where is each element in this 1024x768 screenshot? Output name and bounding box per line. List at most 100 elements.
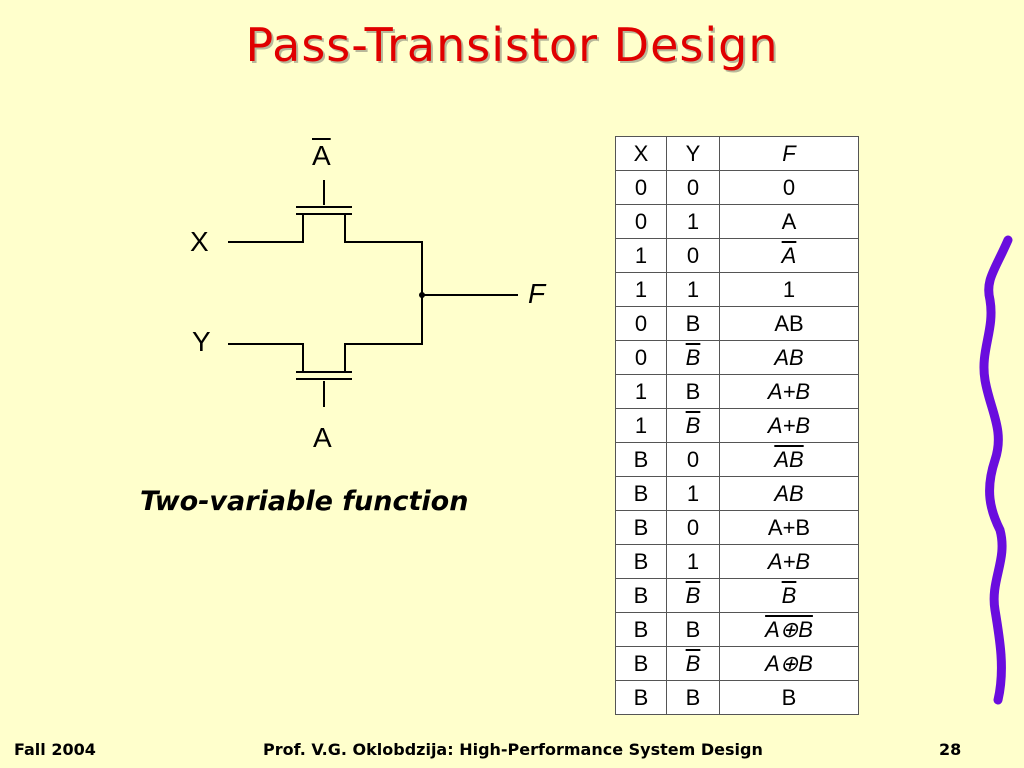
math-expr: B [685,412,701,438]
header-f: F [719,136,859,171]
cell-y: 1 [666,476,720,511]
math-expr: B [685,344,701,370]
table-row: 1 B A+B [615,374,859,409]
cell-y: 1 [666,204,720,239]
cell-x: B [615,510,667,545]
cell-f: AB [719,306,859,341]
cell-y: B [666,408,720,443]
header-x: X [615,136,667,171]
table-row: 0 1 A [615,204,859,239]
cell-y: B [666,680,720,715]
slide-title: Pass-Transistor Design [245,18,779,72]
table-row: 1 0 A [615,238,859,273]
cell-x: B [615,476,667,511]
bottom-drain-wire [344,343,422,372]
cell-f: A+B [719,544,859,579]
input-y-label: Y [192,326,211,357]
output-junction-dot [419,292,425,298]
table-row: B 1 AB [615,476,859,511]
cell-y: 0 [666,442,720,477]
table-row: B 0 AB [615,442,859,477]
top-drain-wire [344,214,423,345]
cell-f: 1 [719,272,859,307]
table-row: B B A⊕B [615,646,859,681]
math-expr: B [685,650,701,676]
cell-y: 0 [666,510,720,545]
table-row: 0 B AB [615,306,859,341]
output-f-label: F [528,278,546,309]
bottom-gate-label: A [313,422,332,453]
cell-f: A⊕B [719,646,859,681]
cell-y: B [666,578,720,613]
cell-x: 0 [615,306,667,341]
cell-y: 0 [666,170,720,205]
cell-f: A+B [719,374,859,409]
cell-f: A⊕B [719,612,859,647]
cell-f: 0 [719,170,859,205]
cell-x: B [615,612,667,647]
table-header-row: X Y F [615,136,859,171]
cell-x: 0 [615,170,667,205]
cell-x: 0 [615,340,667,375]
cell-y: B [666,340,720,375]
cell-y: 1 [666,544,720,579]
math-expr: B [685,582,701,608]
pass-transistor-circuit [228,180,518,407]
math-expr: A [781,242,797,268]
table-row: 0 B AB [615,340,859,375]
math-expr: A+B [767,548,811,574]
truth-table: X Y F 0 0 0 0 1 A 1 0 A 1 1 1 0 B AB 0 B… [615,136,859,715]
x-input-wire [228,214,304,243]
cell-x: 1 [615,374,667,409]
cell-x: 1 [615,272,667,307]
table-row: B 0 A+B [615,510,859,545]
cell-x: B [615,442,667,477]
cell-x: 1 [615,408,667,443]
cell-f: A [719,204,859,239]
input-x-label: X [190,226,209,257]
top-gate-label: A [312,140,331,171]
table-row: B 1 A+B [615,544,859,579]
cell-x: 0 [615,204,667,239]
cell-y: B [666,646,720,681]
table-row: 1 1 1 [615,272,859,307]
cell-x: B [615,544,667,579]
header-y: Y [666,136,720,171]
cell-f: A+B [719,408,859,443]
cell-y: 0 [666,238,720,273]
math-expr: AB [774,446,804,472]
cell-f: B [719,578,859,613]
footer-author: Prof. V.G. Oklobdzija: High-Performance … [263,740,763,759]
decorative-squiggle [979,235,1013,705]
cell-f: A+B [719,510,859,545]
table-row: 1 B A+B [615,408,859,443]
math-expr: B [781,582,797,608]
math-expr: A⊕B [765,616,813,642]
cell-y: B [666,374,720,409]
table-row: B B B [615,578,859,613]
cell-y: B [666,306,720,341]
table-row: B B A⊕B [615,612,859,647]
footer-date: Fall 2004 [14,740,96,759]
footer-page-number: 28 [939,740,962,759]
cell-f: AB [719,476,859,511]
table-row: B B B [615,680,859,715]
math-expr: AB [774,480,804,506]
cell-f: AB [719,442,859,477]
cell-f: B [719,680,859,715]
math-expr: A+B [767,412,811,438]
y-input-wire [228,343,304,372]
table-row: 0 0 0 [615,170,859,205]
cell-f: A [719,238,859,273]
cell-x: B [615,646,667,681]
cell-x: B [615,680,667,715]
math-expr: A+B [767,378,811,404]
cell-f: AB [719,340,859,375]
subtitle: Two-variable function [140,486,469,517]
squiggle-line [979,235,1013,705]
math-expr: A⊕B [765,650,813,676]
cell-y: 1 [666,272,720,307]
cell-x: B [615,578,667,613]
cell-y: B [666,612,720,647]
math-expr: AB [774,344,804,370]
